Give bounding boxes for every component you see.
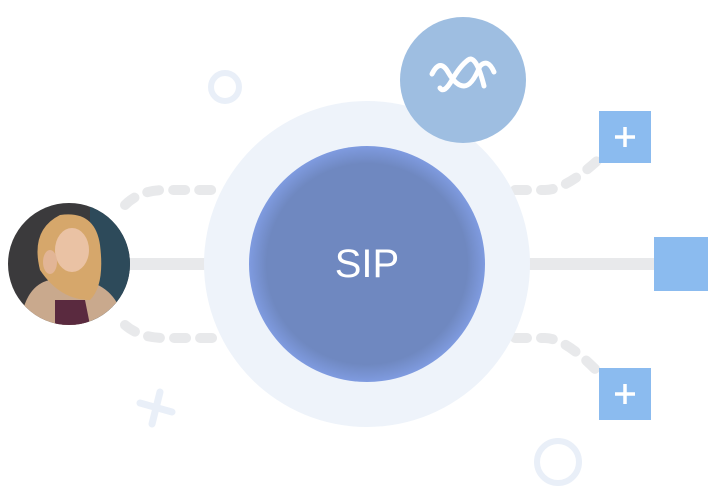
plus-icon [615,384,635,404]
caller-avatar[interactable] [8,203,130,325]
plus-node-top[interactable] [599,111,651,163]
waveform-node[interactable] [400,17,526,143]
sip-label: SIP [334,242,400,286]
deco-cross [136,388,176,428]
deco-ring-bottom [534,438,582,486]
plus-icon [615,127,635,147]
endpoint-square[interactable] [654,237,708,291]
connector-lines [120,155,656,377]
sip-core[interactable] [249,146,485,382]
waveform-icon [429,56,497,93]
deco-ring-top [208,70,242,104]
plus-node-bottom[interactable] [599,368,651,420]
